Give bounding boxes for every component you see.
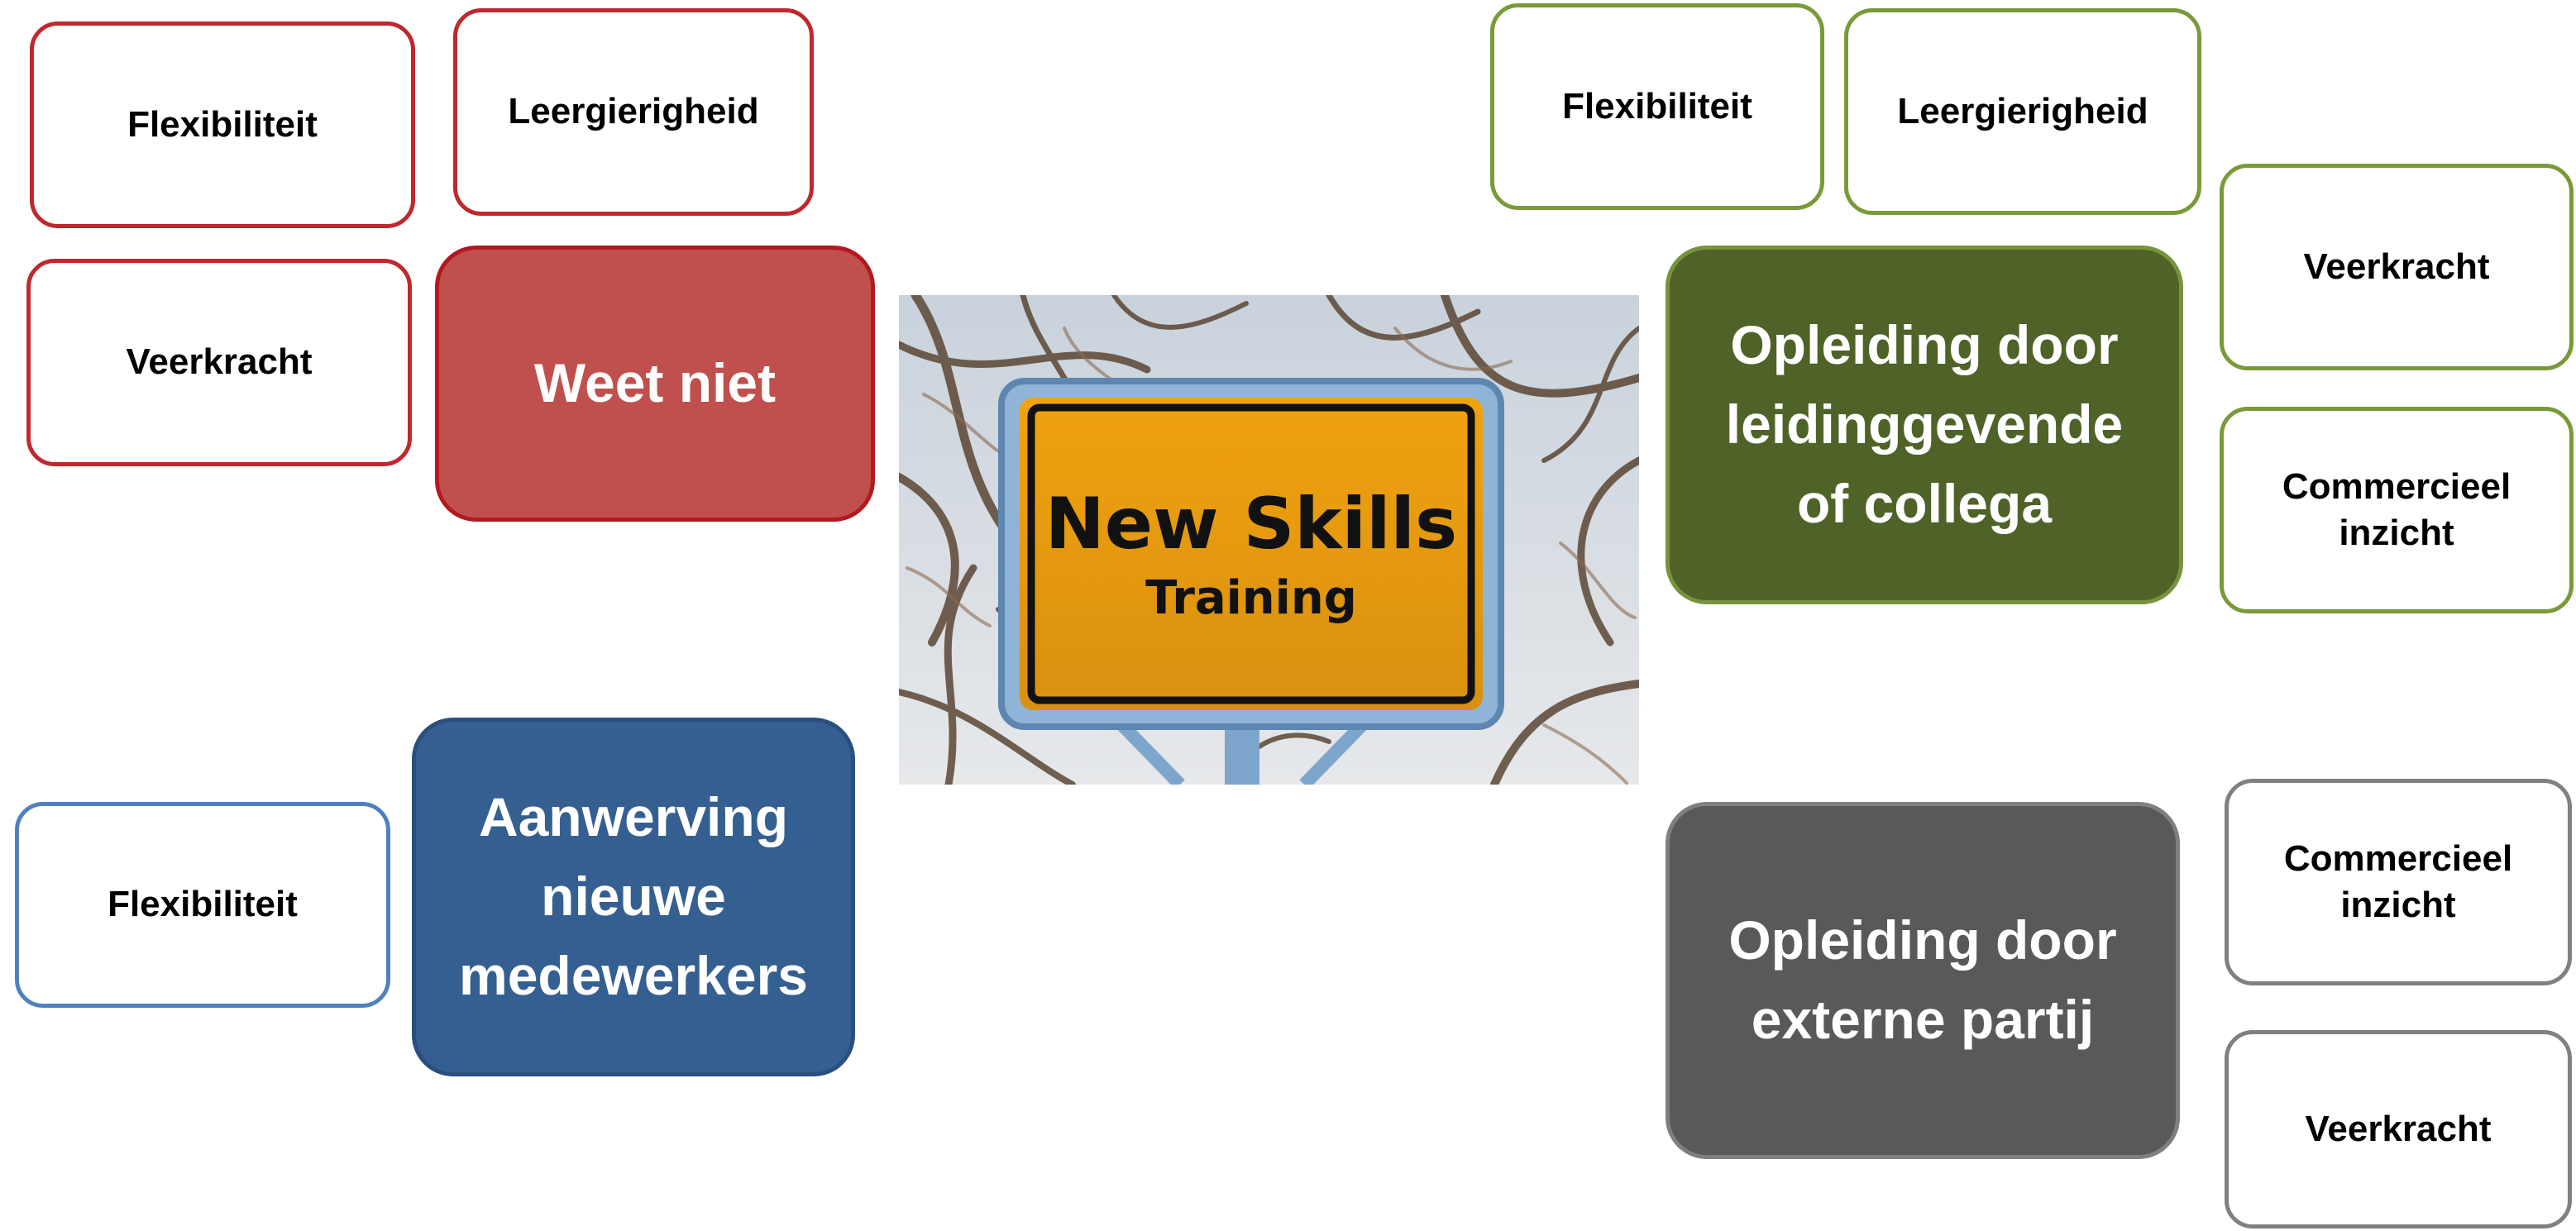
sign-subtitle: Training <box>1145 571 1357 625</box>
skill-box-veerkracht-red: Veerkracht <box>26 259 412 466</box>
skill-label: Flexibiliteit <box>1562 85 1752 126</box>
skill-label: Flexibiliteit <box>127 103 318 145</box>
skill-box-leergierigheid-red: Leergierigheid <box>453 8 814 216</box>
sign-title: New Skills <box>1045 483 1457 565</box>
skill-label: Commercieel inzicht <box>2282 465 2511 553</box>
skill-label: Leergierigheid <box>1897 90 2148 131</box>
skill-label: Leergierigheid <box>508 91 759 132</box>
group-box-opleiding-intern: Opleiding door leidinggevende of collega <box>1666 246 2183 604</box>
group-box-weet-niet: Weet niet <box>435 246 875 522</box>
skill-label: Commercieel inzicht <box>2283 837 2513 925</box>
skill-box-flexibiliteit-green: Flexibiliteit <box>1490 3 1824 210</box>
group-box-aanwerving: Aanwerving nieuwe medewerkers <box>412 718 855 1076</box>
skill-box-flexibiliteit-blue: Flexibiliteit <box>15 802 390 1008</box>
skill-box-veerkracht-gray: Veerkracht <box>2225 1030 2572 1229</box>
skill-label: Veerkracht <box>2305 1108 2492 1149</box>
group-label: Opleiding door externe partij <box>1728 909 2117 1050</box>
skill-box-flexibiliteit-red: Flexibiliteit <box>30 21 415 228</box>
skill-box-commercieel-inzicht-green: Commercieel inzicht <box>2220 407 2574 613</box>
skill-label: Flexibiliteit <box>108 884 298 925</box>
new-skills-sign-photo: New Skills Training <box>899 295 1639 785</box>
group-label: Aanwerving nieuwe medewerkers <box>459 786 808 1006</box>
skill-box-leergierigheid-green: Leergierigheid <box>1844 8 2201 215</box>
group-box-opleiding-extern: Opleiding door externe partij <box>1666 802 2180 1159</box>
skill-box-veerkracht-green: Veerkracht <box>2220 164 2574 370</box>
skill-label: Veerkracht <box>126 341 313 383</box>
skill-label: Veerkracht <box>2303 246 2490 287</box>
group-label: Opleiding door leidinggevende of collega <box>1725 314 2124 534</box>
skill-box-commercieel-inzicht-gray: Commercieel inzicht <box>2225 779 2572 985</box>
group-label: Weet niet <box>533 352 777 414</box>
